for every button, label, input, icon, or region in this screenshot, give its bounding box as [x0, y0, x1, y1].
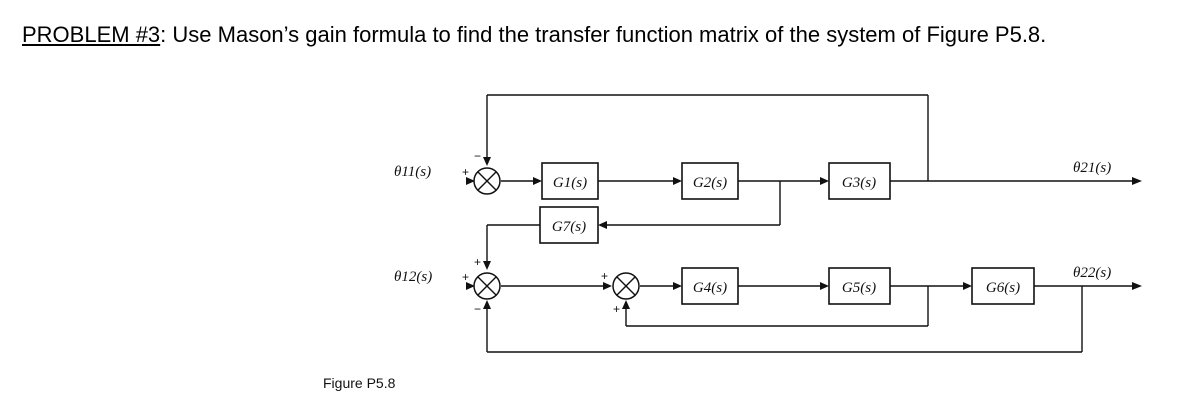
block-g3-label: G3(s) [842, 175, 876, 191]
sum3-sign-bottom: + [613, 302, 620, 316]
input-theta12-label: θ12(s) [394, 269, 432, 285]
summing-junction-3 [612, 272, 640, 300]
block-g5: G5(s) [828, 267, 891, 305]
output-theta22-label: θ22(s) [1073, 265, 1111, 281]
summing-junction-1 [473, 167, 501, 195]
problem-number: PROBLEM #3 [22, 22, 161, 47]
sum1-sign-left: + [462, 165, 469, 179]
bottom-row-wires [466, 282, 1142, 353]
sum2-sign-left: + [462, 270, 469, 284]
problem-text: : Use Mason’s gain formula to find the t… [160, 22, 1047, 47]
block-g2-label: G2(s) [693, 175, 727, 191]
problem-statement: PROBLEM #3: Use Mason’s gain formula to … [22, 22, 1046, 48]
sum3-sign-left: + [601, 269, 608, 283]
g7-path-wires [483, 224, 540, 270]
top-row-wires [466, 94, 1142, 229]
block-g4: G4(s) [681, 267, 739, 305]
block-g7-label: G7(s) [552, 219, 586, 235]
block-g5-label: G5(s) [842, 280, 876, 296]
block-g4-label: G4(s) [693, 280, 727, 296]
figure-caption: Figure P5.8 [323, 375, 396, 391]
block-g1: G1(s) [541, 162, 599, 200]
block-g3: G3(s) [828, 162, 891, 200]
block-g7: G7(s) [539, 206, 599, 244]
summing-junction-2 [473, 272, 501, 300]
block-g1-label: G1(s) [553, 175, 587, 191]
block-g6-label: G6(s) [986, 280, 1020, 296]
sum2-sign-top: + [474, 255, 481, 269]
sum1-sign-top: − [474, 149, 481, 163]
input-theta11-label: θ11(s) [394, 164, 431, 180]
block-g6: G6(s) [971, 267, 1035, 305]
output-theta21-label: θ21(s) [1073, 160, 1111, 176]
block-g2: G2(s) [681, 162, 739, 200]
sum2-sign-bottom: − [474, 302, 481, 316]
